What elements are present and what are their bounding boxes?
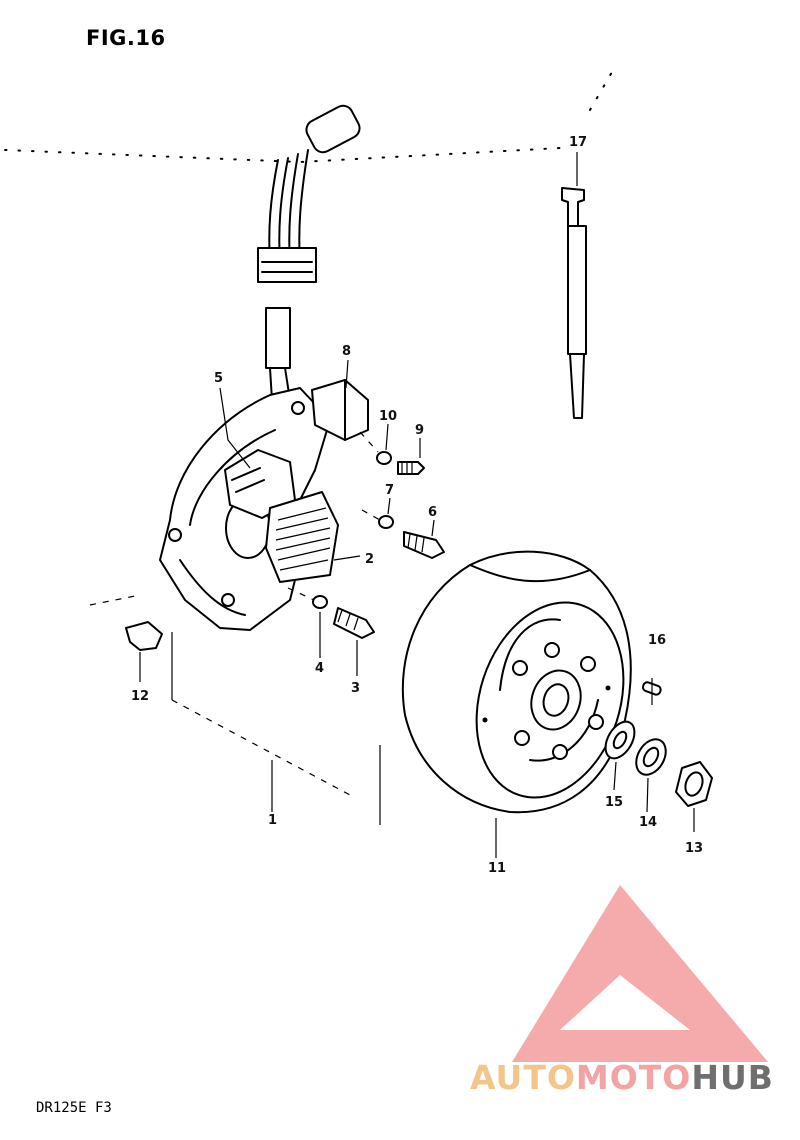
rotor-hardware [604, 678, 713, 807]
flywheel-vent-hole [544, 642, 560, 658]
washer-10 [376, 451, 392, 465]
flywheel-vent-hole [580, 656, 596, 672]
figure-title: FIG.16 [86, 26, 166, 50]
callout-labels: 1 2 3 4 5 6 7 8 9 10 11 12 13 14 15 16 1… [131, 135, 703, 876]
watermark-logo [512, 885, 768, 1062]
leader-lines [139, 359, 695, 858]
watermark-text-moto: MOTO [575, 1058, 692, 1097]
flywheel-vent-hole [552, 744, 568, 760]
washer-7 [378, 515, 394, 529]
cable-tie-17 [561, 152, 587, 419]
mount-hole [168, 528, 182, 542]
watermark-triangle-icon [512, 885, 768, 1062]
callout-8: 8 [342, 344, 351, 359]
callout-1: 1 [268, 813, 277, 828]
charging-coil [265, 491, 339, 583]
flywheel-rotor [401, 550, 632, 814]
watermark-text: AUTOMOTOHUB [470, 1058, 774, 1097]
watermark-text-hub: HUB [691, 1058, 774, 1097]
mount-hole [291, 401, 305, 415]
callout-17: 17 [569, 135, 587, 150]
callout-7: 7 [385, 483, 394, 498]
callout-9: 9 [415, 423, 424, 438]
lead-wire-bundle [268, 149, 309, 263]
screw-6 [403, 531, 445, 559]
screw-9 [397, 461, 425, 475]
stator-assembly [159, 104, 369, 631]
callout-2: 2 [365, 552, 374, 567]
watermark-text-auto: AUTO [470, 1058, 576, 1097]
callout-13: 13 [685, 841, 703, 856]
callout-10: 10 [379, 409, 397, 424]
wire-sleeve [265, 307, 291, 369]
callout-6: 6 [428, 505, 437, 520]
wire-guide-dots [4, 71, 613, 164]
wire-clamp [257, 247, 317, 283]
flywheel-vent-hole [512, 660, 528, 676]
wire-connector [305, 104, 361, 154]
screw-3 [333, 607, 375, 639]
mount-hole [221, 593, 235, 607]
callout-14: 14 [639, 815, 657, 830]
callout-4: 4 [315, 661, 324, 676]
callout-12: 12 [131, 689, 149, 704]
callout-15: 15 [605, 795, 623, 810]
screw-12 [125, 621, 163, 651]
footer-code: DR125E F3 [36, 1100, 112, 1116]
fasteners [89, 431, 445, 825]
callout-16: 16 [648, 633, 666, 648]
callout-5: 5 [214, 371, 223, 386]
flywheel-center-hole [542, 683, 570, 717]
flywheel-vent-hole [514, 730, 530, 746]
cable-tie-strap [567, 225, 587, 355]
callout-11: 11 [488, 861, 506, 876]
washer-4 [312, 595, 328, 609]
callout-3: 3 [351, 681, 360, 696]
flywheel-vent-hole [588, 714, 604, 730]
cable-tie-head [561, 187, 585, 227]
